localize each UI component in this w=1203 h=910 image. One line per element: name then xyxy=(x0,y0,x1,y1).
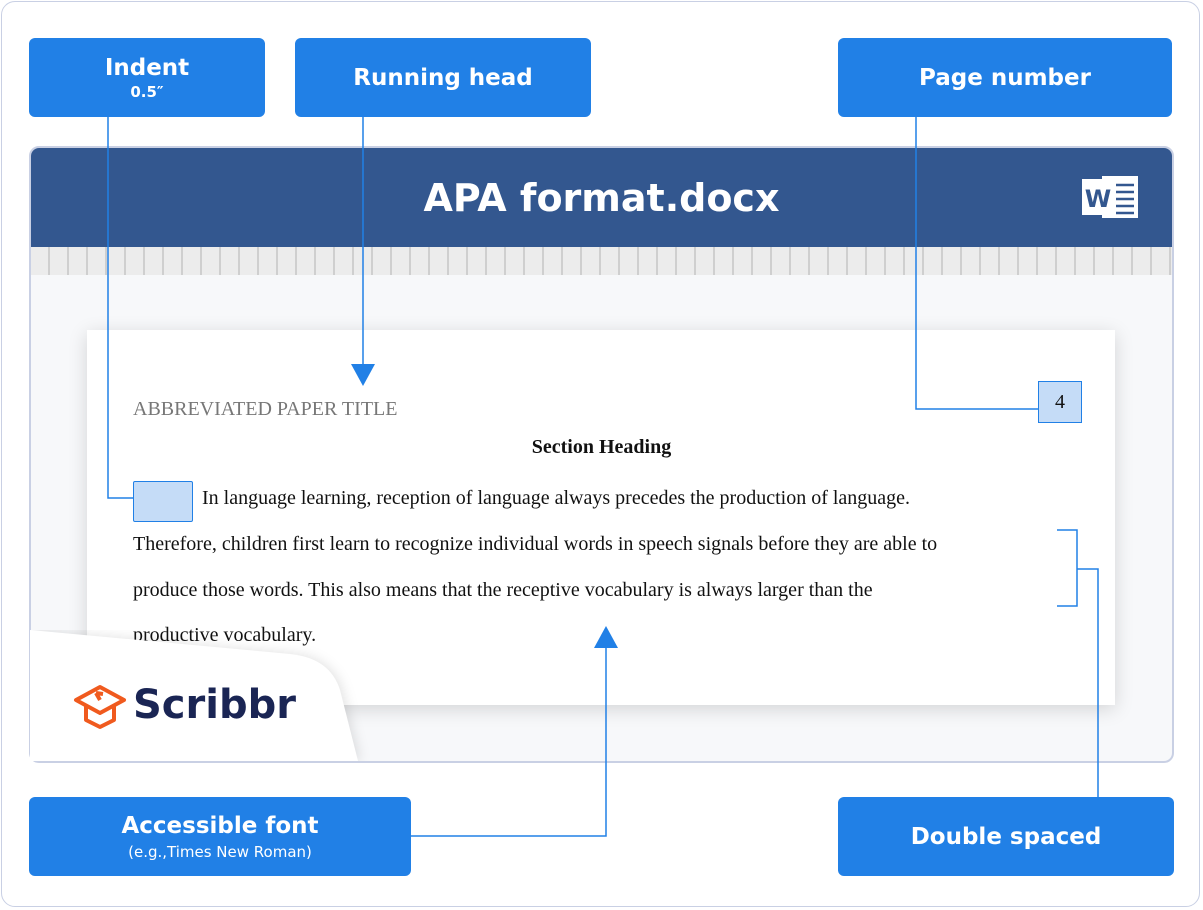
label-indent-sub: 0.5″ xyxy=(130,82,164,101)
label-running-head-title: Running head xyxy=(353,64,533,91)
body-line-2: Therefore, children first learn to recog… xyxy=(133,533,938,555)
section-heading: Section Heading xyxy=(531,436,672,458)
label-indent: Indent 0.5″ xyxy=(29,38,265,117)
label-running-head: Running head xyxy=(295,38,591,117)
body-line-1: In language learning, reception of langu… xyxy=(202,487,911,509)
scribbr-logo-icon xyxy=(74,685,126,729)
label-accessible-font-title: Accessible font xyxy=(121,812,319,839)
indent-highlight xyxy=(133,481,193,522)
label-page-number-title: Page number xyxy=(919,64,1091,91)
word-icon: W xyxy=(1082,176,1138,218)
body-line-3: produce those words. This also means tha… xyxy=(133,579,873,601)
body-line-4: productive vocabulary. xyxy=(133,624,317,646)
svg-text:W: W xyxy=(1085,185,1111,213)
scribbr-logo-text: Scribbr xyxy=(133,682,296,728)
label-double-spaced-title: Double spaced xyxy=(910,823,1102,850)
page-number-box: 4 xyxy=(1038,381,1082,423)
label-page-number: Page number xyxy=(838,38,1172,117)
window-title: APA format.docx xyxy=(423,175,780,220)
label-double-spaced: Double spaced xyxy=(838,797,1174,876)
label-accessible-font-sub: (e.g.,Times New Roman) xyxy=(128,842,312,861)
label-accessible-font: Accessible font (e.g.,Times New Roman) xyxy=(29,797,411,876)
logo-tab xyxy=(30,630,358,761)
window-header: APA format.docx W xyxy=(31,148,1172,247)
running-head-text: ABBREVIATED PAPER TITLE xyxy=(133,398,398,420)
label-indent-title: Indent xyxy=(104,54,190,81)
ruler xyxy=(31,247,1172,275)
